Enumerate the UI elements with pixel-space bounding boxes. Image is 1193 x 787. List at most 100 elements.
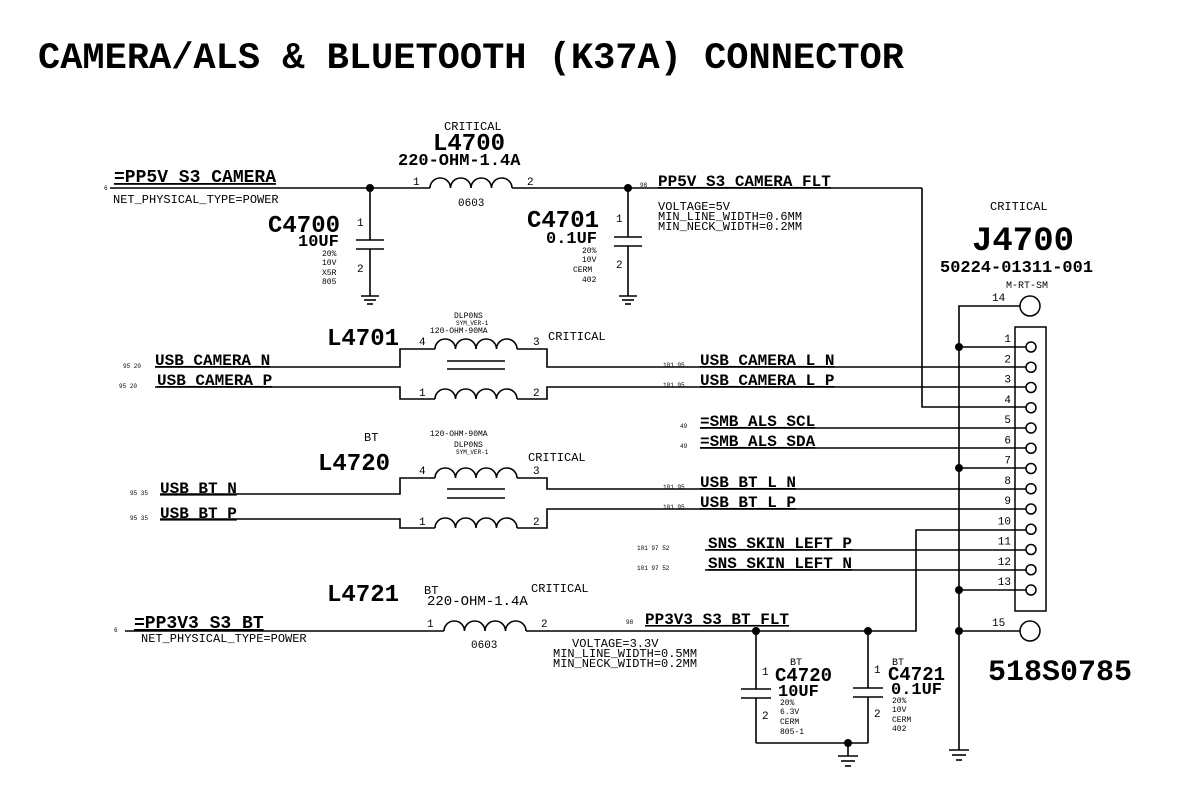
net-label-usb-camera-l-n[interactable]: USB_CAMERA_L_N [700,352,834,370]
page-ref: 95 35 [130,515,148,522]
critical-tag: CRITICAL [990,200,1048,214]
mounting-pin-14 [1019,295,1041,317]
net-attribute: NET_PHYSICAL_TYPE=POWER [141,632,307,646]
net-property: MIN_LINE_WIDTH=0.6MM [658,210,802,224]
inductor-coil [429,177,513,189]
pin-number: 1 [419,388,426,400]
connector-pin-2 [1025,361,1037,373]
component-value: 0.1UF [546,230,597,249]
component-value: 120-OHM-90MA [430,430,488,439]
inductor-coil [434,338,518,350]
wire-flt-to-pin4 [921,188,1030,408]
pin-number: 12 [998,557,1011,569]
net-label-pp5v-s3-camera[interactable]: =PP5V_S3_CAMERA [114,168,276,188]
capacitor-c4700[interactable]: C4700 10UF 20% 10V X5R 805 1 2 [268,188,384,296]
capacitor-c4720[interactable]: BT C4720 10UF 20% 6.3V CERM 805-1 1 2 [741,631,832,743]
ref-designator: C4700 [268,213,340,240]
pin-number: 6 [1004,435,1011,447]
pin-number: 2 [874,709,881,721]
package-label: DLP0NS [454,441,483,450]
ref-designator: J4700 [972,223,1074,261]
spec-tolerance: 20% [582,247,597,256]
ref-designator: C4720 [775,665,832,687]
connector-pin-8 [1025,483,1037,495]
inductor-l4721[interactable]: L4721 BT CRITICAL 220-OHM-1.4A 1 2 0603 [327,582,589,652]
page-ref: 101 95 [663,484,685,491]
spec-voltage: 10V [892,706,907,715]
pin-number: 1 [1004,334,1011,346]
spec-size: 805 [322,278,337,287]
net-label-sns-skin-left-n[interactable]: SNS_SKIN_LEFT_N [708,555,852,573]
wire [517,508,1030,529]
pin-number: 1 [616,214,623,226]
mounting-pin-15 [1019,620,1041,642]
net-label-usb-camera-n[interactable]: USB_CAMERA_N [155,352,270,370]
wire [517,477,1030,490]
net-label-usb-bt-l-n[interactable]: USB_BT_L_N [700,474,796,492]
page-ref: 49 [680,443,688,450]
connector-pin-3 [1025,381,1037,394]
spec-dielectric: CERM [892,716,911,725]
inductor-l4700[interactable]: CRITICAL L4700 220-OHM-1.4A 1 2 0603 [398,120,534,210]
common-mode-choke-l4720[interactable]: BT 120-OHM-90MA DLP0NS SYM_VER-1 L4720 C… [160,430,1030,529]
ref-designator: C4701 [527,208,599,235]
connector-pin-13 [1025,584,1037,596]
spec-size: 402 [892,725,907,734]
page-ref: 6 [114,627,118,634]
net-label-usb-bt-n[interactable]: USB_BT_N [160,480,237,498]
inductor-coil [443,620,527,632]
ground-icon [838,755,858,767]
page-ref: 95 35 [130,490,148,497]
pin-number: 2 [533,517,540,529]
connector-pin-7 [1025,462,1037,475]
pin-number: 4 [419,337,426,349]
page-ref: 6 [104,185,108,192]
connector-j4700[interactable]: CRITICAL J4700 50224-01311-001 M-RT-SM 1… [940,200,1132,750]
connector-pin-12 [1025,564,1037,576]
common-mode-choke-l4701[interactable]: 120-OHM-90MA DLP0NS SYM_VER-1 L4701 CRIT… [155,312,1030,400]
pin-number: 4 [419,466,426,478]
capacitor-c4721[interactable]: BT C4721 0.1UF 20% 10V CERM 402 1 2 [853,631,945,743]
page-ref: 101 95 [663,362,685,369]
apple-part-number: 518S0785 [988,656,1132,690]
page-title: CAMERA/ALS & BLUETOOTH (K37A) CONNECTOR [38,38,905,80]
net-label-smb-als-sda[interactable]: =SMB_ALS_SDA [700,433,816,451]
inductor-coil [434,517,518,529]
component-value: 10UF [298,233,339,252]
page-ref: 95 20 [123,363,141,370]
pin-number: 2 [762,711,769,723]
connector-pin-1 [1025,341,1037,353]
wire [160,477,435,495]
pp5v-camera-input: 6 =PP5V_S3_CAMERA NET_PHYSICAL_TYPE=POWE… [104,168,279,207]
net-label-usb-camera-l-p[interactable]: USB_CAMERA_L_P [700,372,834,390]
net-label-pp3v3-s3-bt[interactable]: =PP3V3_S3_BT [134,614,264,634]
option-tag: BT [424,584,438,598]
connector-pin-10 [1025,523,1037,535]
net-label-pp5v-s3-camera-flt[interactable]: PP5V_S3_CAMERA_FLT [658,173,831,191]
critical-tag: CRITICAL [531,582,589,596]
pin-number: 10 [998,516,1011,528]
net-label-usb-bt-p[interactable]: USB_BT_P [160,505,237,523]
capacitor-c4701[interactable]: C4701 0.1UF 20% 10V CERM 402 1 2 [527,188,642,296]
net-label-pp3v3-s3-bt-flt[interactable]: PP3V3_S3_BT_FLT [645,611,789,629]
net-property: VOLTAGE=3.3V [572,637,659,651]
pin-number: 8 [1004,476,1011,488]
inductor-coil [434,388,518,400]
net-label-usb-bt-l-p[interactable]: USB_BT_L_P [700,494,796,512]
net-property: MIN_NECK_WIDTH=0.2MM [553,657,697,671]
net-label-sns-skin-left-p[interactable]: SNS_SKIN_LEFT_P [708,535,852,553]
pin-number: 3 [1004,375,1011,387]
wire-pp3v3-flt-to-pin10 [526,529,1030,632]
page-ref: 98 [626,619,634,626]
net-label-usb-camera-p[interactable]: USB_CAMERA_P [157,372,272,390]
connector-pin-11 [1025,543,1037,556]
net-label-smb-als-scl[interactable]: =SMB_ALS_SCL [700,413,815,431]
connector-pin-5 [1025,422,1037,434]
page-ref: 49 [680,423,688,430]
component-value: 220-OHM-1.4A [398,152,521,171]
net-property: MIN_NECK_WIDTH=0.2MM [658,220,802,234]
spec-dielectric: CERM [780,718,799,727]
part-number: 50224-01311-001 [940,259,1093,278]
pin-number: 2 [533,388,540,400]
